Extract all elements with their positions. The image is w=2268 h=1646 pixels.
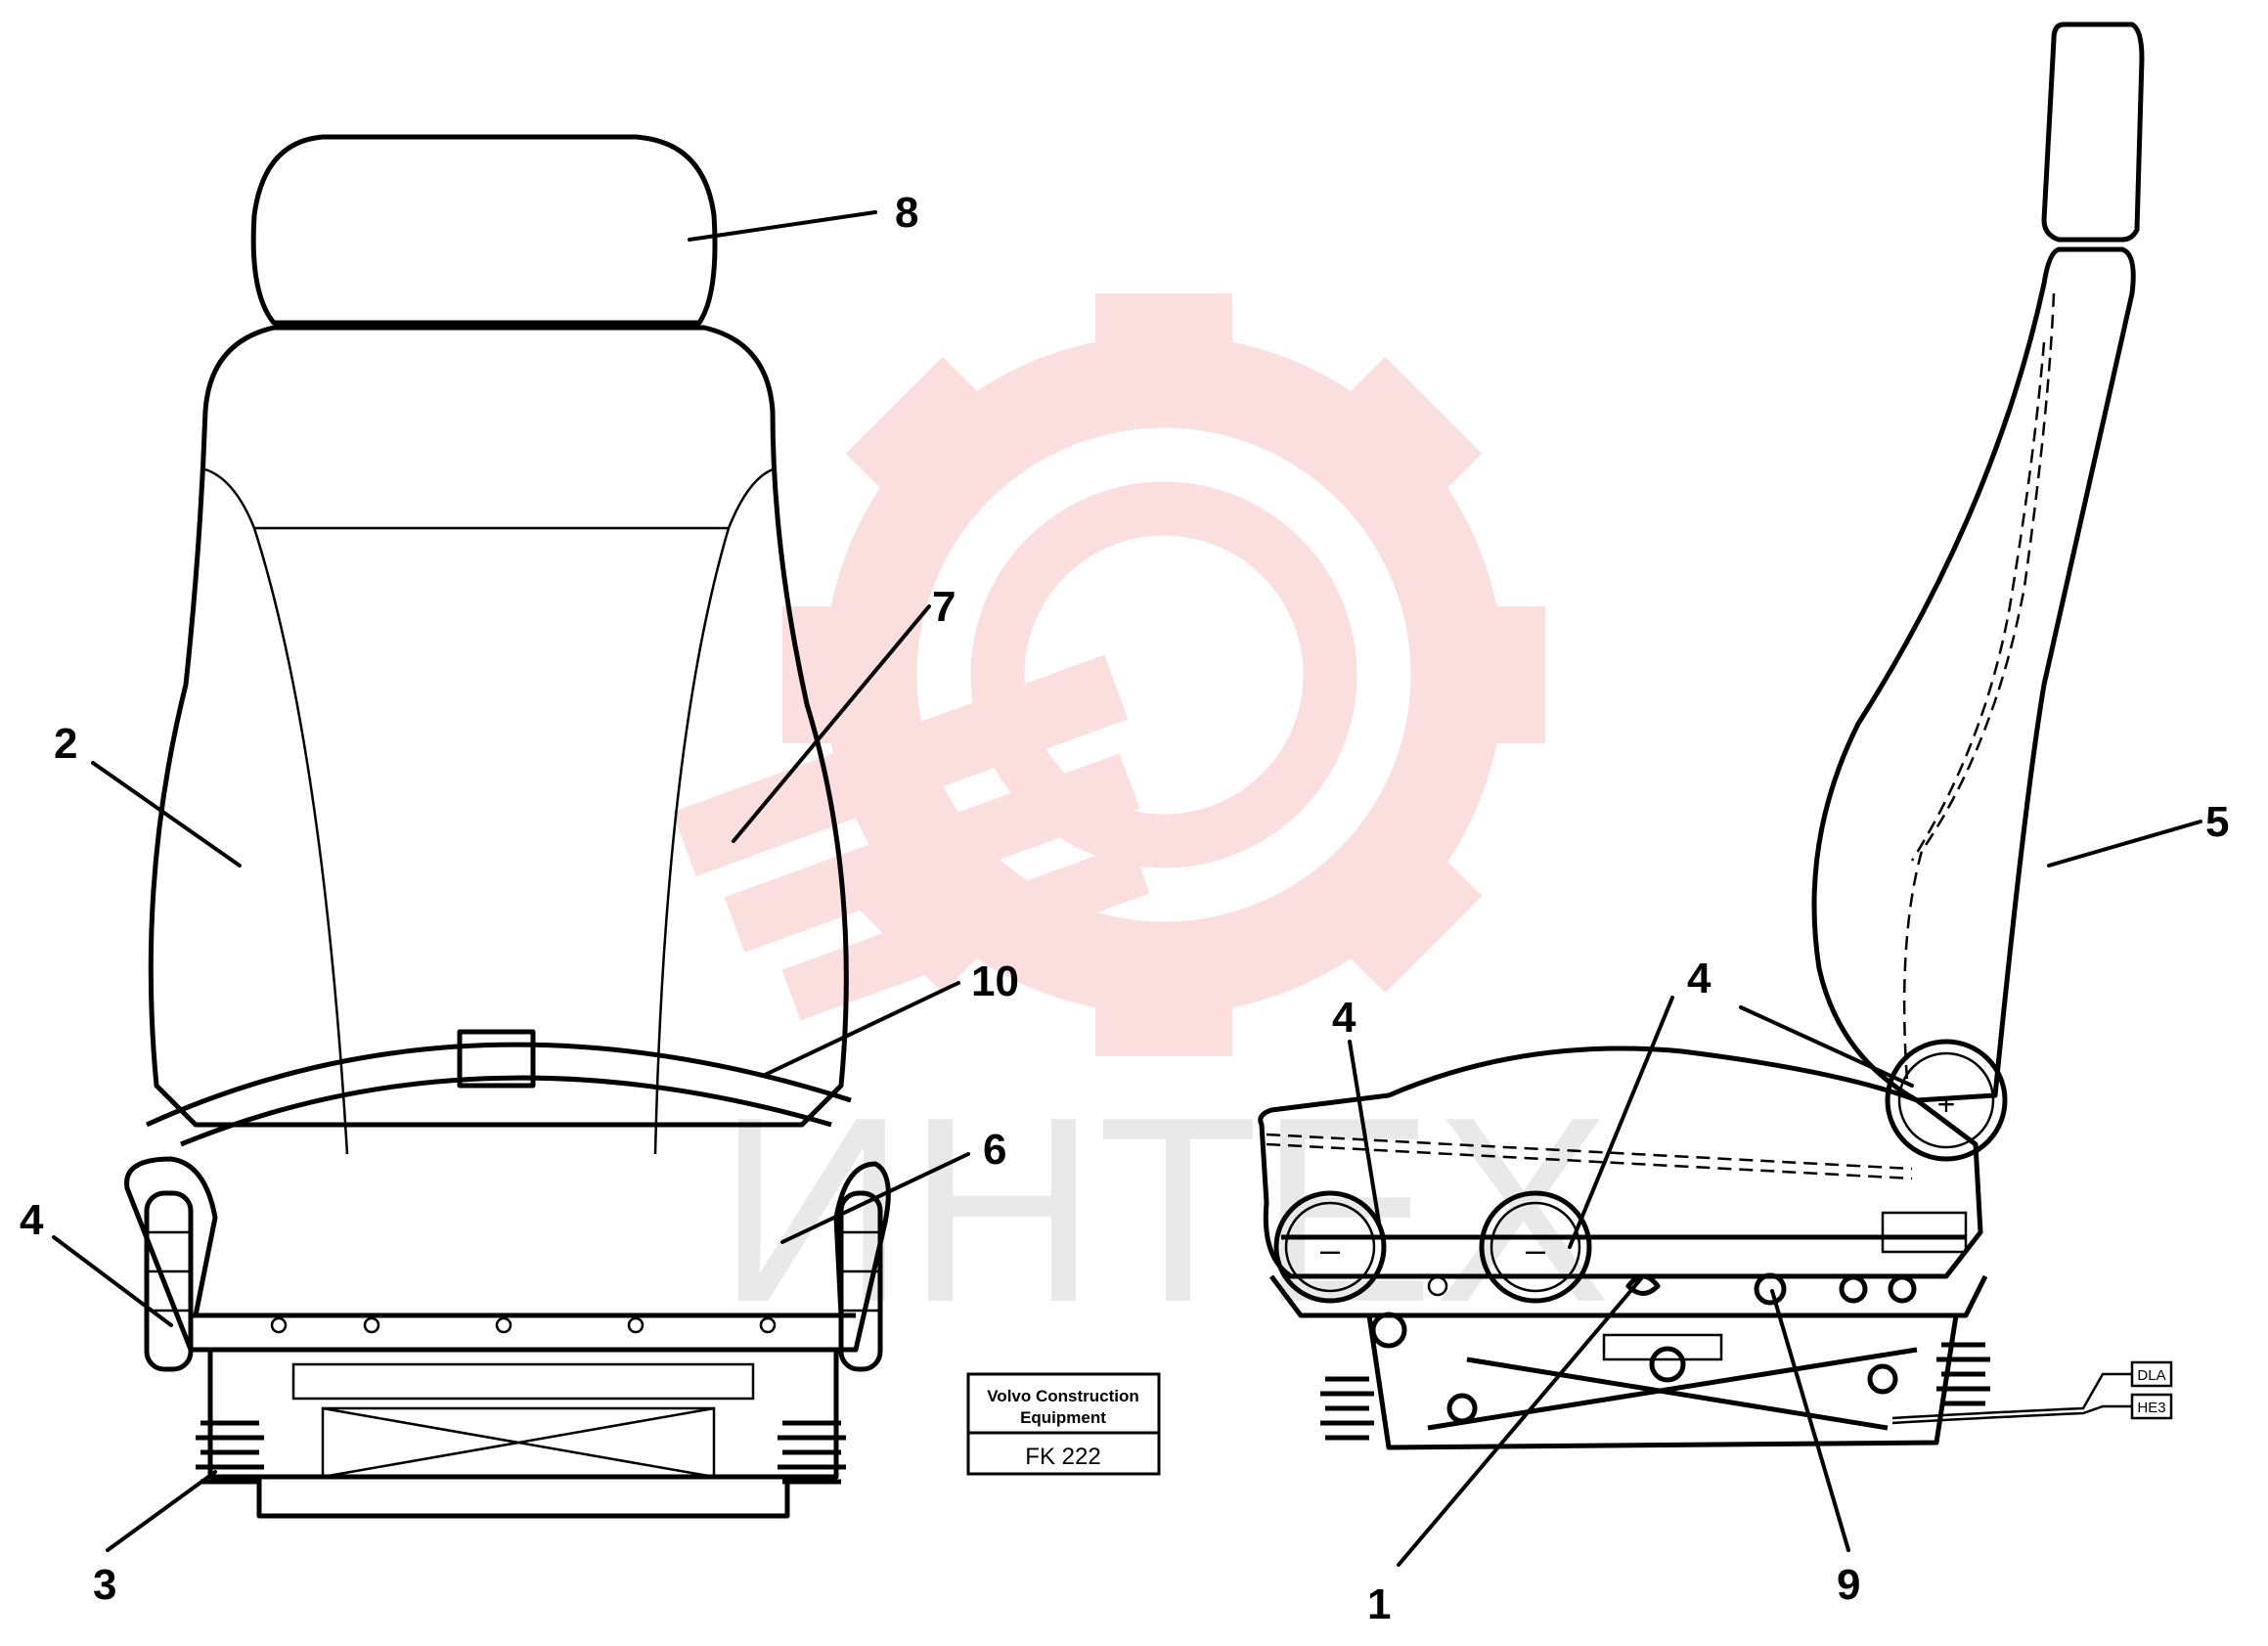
front-suspension bbox=[207, 1347, 839, 1519]
side-backrest-contour-2 bbox=[1910, 341, 2046, 862]
knob-plus: + bbox=[1937, 1087, 1956, 1122]
knob-minus-b: – bbox=[1526, 1229, 1545, 1269]
connector-label-top: DLA bbox=[2137, 1367, 2165, 1384]
label-box-line1: Volvo Construction bbox=[987, 1387, 1139, 1405]
leader-4c-right bbox=[1739, 1005, 1914, 1088]
side-knob-recline: + bbox=[1885, 1039, 2008, 1162]
front-side-knob-right bbox=[838, 1190, 883, 1372]
backrest-outer bbox=[148, 325, 849, 1128]
leader-8 bbox=[688, 210, 877, 242]
label-box-code: FK 222 bbox=[1025, 1444, 1100, 1470]
callout-10: 10 bbox=[971, 957, 1019, 1005]
callout-5: 5 bbox=[2205, 798, 2229, 846]
callout-4b: 4 bbox=[1332, 994, 1356, 1042]
knob-minus-a: – bbox=[1320, 1229, 1340, 1269]
callout-8: 8 bbox=[895, 189, 918, 237]
side-view-seat: – – + bbox=[1258, 22, 2173, 1450]
armrest-bar-inner bbox=[180, 1075, 832, 1147]
leader-2 bbox=[91, 761, 242, 867]
side-wiring: DLA HE3 bbox=[1891, 1360, 2173, 1425]
headrest bbox=[250, 134, 718, 326]
leader-7 bbox=[732, 604, 931, 843]
leader-4c-left bbox=[1568, 996, 1674, 1249]
label-box-line2: Equipment bbox=[1020, 1408, 1106, 1427]
wrench-bar bbox=[724, 753, 1140, 953]
wrench-bar bbox=[672, 654, 1129, 877]
side-fittings bbox=[1370, 1211, 1968, 1349]
callout-9: 9 bbox=[1837, 1561, 1860, 1609]
leader-10 bbox=[761, 981, 960, 1078]
side-bellows-front bbox=[1320, 1376, 1374, 1441]
side-seat-cushion bbox=[1258, 1045, 1983, 1279]
side-suspension bbox=[1269, 1274, 1988, 1450]
bellows-right bbox=[778, 1420, 846, 1485]
leader-3 bbox=[106, 1470, 217, 1552]
label-box-frame bbox=[966, 1372, 1161, 1476]
leader-4b bbox=[1348, 1040, 1381, 1224]
callout-3: 3 bbox=[93, 1561, 116, 1609]
gear-inner-ring bbox=[970, 481, 1357, 868]
backrest-center-panel bbox=[252, 526, 731, 1155]
side-knob-rear: – bbox=[1273, 1190, 1387, 1304]
armrest-bar bbox=[145, 1042, 852, 1128]
callout-numbers: 8 7 2 10 6 4 3 4 4 5 1 9 bbox=[20, 189, 2229, 1628]
armrest-clip bbox=[457, 1029, 536, 1089]
diagram-label-box: Volvo Construction Equipment FK 222 bbox=[966, 1372, 1161, 1476]
callout-4c: 4 bbox=[1687, 955, 1712, 1002]
connector-label-bottom: HE3 bbox=[2137, 1400, 2165, 1416]
watermark-logo: ИНТЕХ bbox=[672, 293, 1611, 1357]
leader-9 bbox=[1770, 1289, 1850, 1552]
leader-lines bbox=[52, 210, 2202, 1567]
backrest-side-bolster bbox=[204, 467, 774, 529]
front-view-seat bbox=[124, 134, 891, 1519]
bellows-left bbox=[196, 1420, 264, 1485]
leader-4a bbox=[52, 1235, 173, 1327]
frame-rivets bbox=[270, 1316, 777, 1334]
leader-6 bbox=[780, 1152, 970, 1244]
gear-ring bbox=[823, 334, 1504, 1015]
wrench-bar bbox=[781, 842, 1150, 1021]
front-side-knob-left bbox=[144, 1190, 194, 1372]
callout-7: 7 bbox=[932, 583, 956, 631]
callout-1: 1 bbox=[1367, 1580, 1391, 1628]
callout-2: 2 bbox=[54, 720, 77, 768]
callout-4a: 4 bbox=[20, 1196, 44, 1244]
side-bellows-rear bbox=[1936, 1342, 1990, 1406]
side-knob-middle: – bbox=[1479, 1190, 1592, 1304]
side-cushion-contour bbox=[1266, 1133, 1913, 1180]
callout-6: 6 bbox=[983, 1126, 1006, 1174]
side-headrest bbox=[2041, 22, 2145, 243]
side-backrest-contour bbox=[1902, 292, 2056, 1082]
leader-5 bbox=[2047, 820, 2202, 867]
leader-1 bbox=[1397, 1274, 1645, 1567]
side-backrest bbox=[1811, 246, 2136, 1103]
